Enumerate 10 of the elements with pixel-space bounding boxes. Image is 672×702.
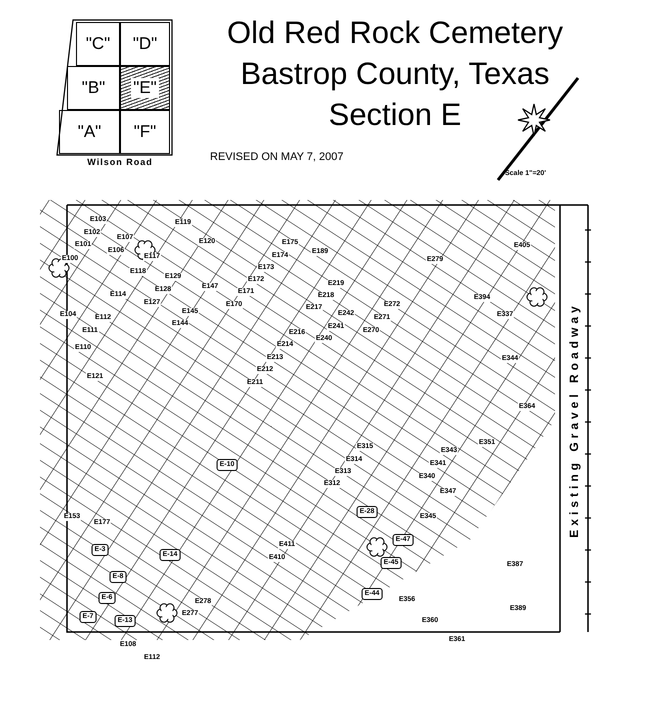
key-map-section: "C" <box>76 22 120 66</box>
key-map-section: "D" <box>120 22 170 66</box>
key-map-section: "A" <box>59 110 120 154</box>
key-map-section: "F" <box>120 110 170 154</box>
revision-date-note: REVISED ON MAY 7, 2007 <box>210 151 344 163</box>
key-map-section: "B" <box>67 66 120 110</box>
map-title: Old Red Rock Cemetery Bastrop County, Texas Section E <box>226 14 564 134</box>
roadway-label: Existing Gravel Roadway <box>567 302 581 538</box>
key-map-section: "E" <box>120 66 170 110</box>
road-name-label: Wilson Road <box>86 157 154 167</box>
